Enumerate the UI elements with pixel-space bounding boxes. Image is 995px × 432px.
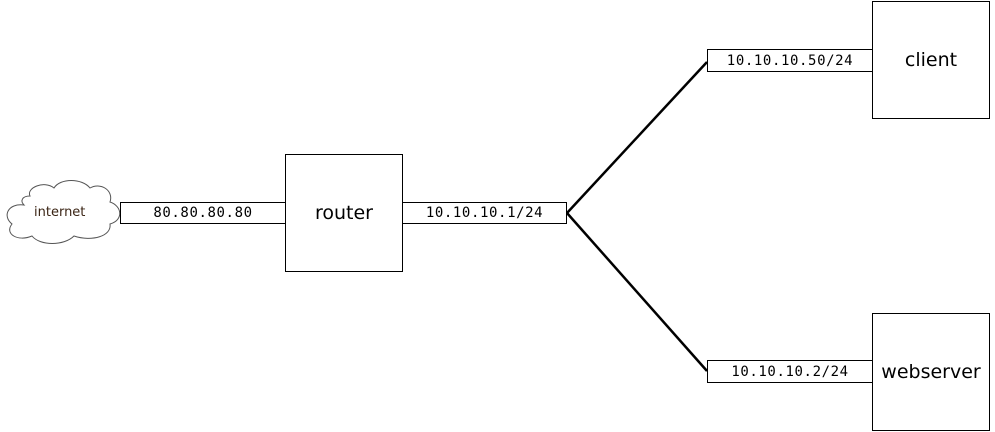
webserver-node: webserver [872, 313, 990, 431]
router-node: router [285, 154, 403, 272]
webserver-link-line [566, 212, 708, 372]
client-link-line [566, 61, 708, 214]
client-ip: 10.10.10.50/24 [707, 49, 873, 72]
client-label: client [904, 49, 958, 71]
webserver-label: webserver [881, 361, 981, 383]
webserver-ip: 10.10.10.2/24 [707, 360, 873, 383]
router-wan-ip: 80.80.80.80 [120, 202, 286, 224]
internet-label: internet [34, 205, 86, 220]
internet-cloud-shape [6, 180, 121, 244]
router-label: router [314, 202, 373, 224]
client-node: client [872, 1, 990, 119]
router-lan-ip: 10.10.10.1/24 [402, 202, 567, 224]
